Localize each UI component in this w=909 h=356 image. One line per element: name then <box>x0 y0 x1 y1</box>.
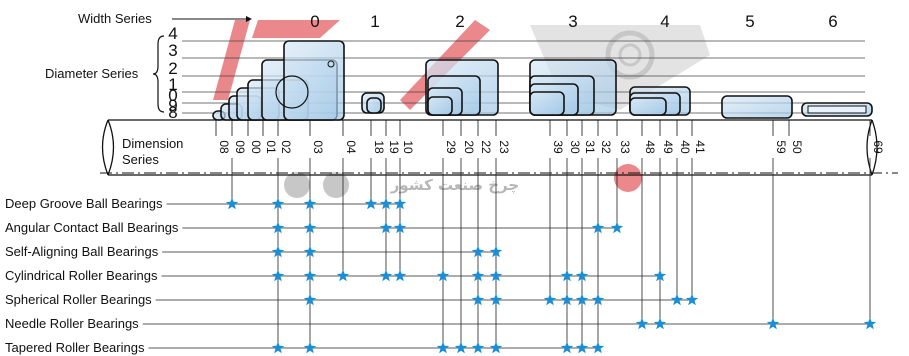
star-icon <box>544 294 556 306</box>
star-icon <box>576 342 588 354</box>
star-icon <box>686 294 698 306</box>
width-series-label: 1 <box>370 12 379 31</box>
dimension-series-code: 00 <box>249 140 263 154</box>
dimension-series-code: 23 <box>497 140 511 154</box>
bearing-type-label: Needle Roller Bearings <box>5 316 139 331</box>
watermark-text: چرخ صنعت کشور <box>390 176 519 195</box>
dimension-series-code: 33 <box>618 140 632 154</box>
dimension-series-code: 20 <box>462 140 476 154</box>
dimension-series-code: 40 <box>678 140 692 154</box>
diameter-series-heading: Diameter Series <box>45 66 139 81</box>
bearing-type-label: Tapered Roller Bearings <box>5 340 145 355</box>
width-series-label: 3 <box>568 12 577 31</box>
star-icon <box>864 318 876 330</box>
dimension-series-code: 48 <box>643 140 657 154</box>
width-labels: 0 1 2 3 4 5 6 <box>310 12 837 31</box>
dimension-series-label-line2: Series <box>122 152 159 167</box>
needle-roller-outline <box>808 106 866 113</box>
dimension-series-code: 32 <box>599 140 613 154</box>
star-icon <box>337 270 349 282</box>
star-icon <box>561 342 573 354</box>
bearing-type-label: Deep Groove Ball Bearings <box>5 196 163 211</box>
dimension-series-code: 41 <box>693 140 707 154</box>
width-series-label: 5 <box>745 12 754 31</box>
star-icon <box>455 342 467 354</box>
star-icon <box>272 342 284 354</box>
star-icon <box>592 342 604 354</box>
dimension-series-code: 08 <box>217 140 231 154</box>
star-icon <box>437 342 449 354</box>
bearing-type-rows: Deep Groove Ball BearingsAngular Contact… <box>5 196 876 355</box>
diameter-series-label: 3 <box>168 41 177 60</box>
bearing-type-row: Tapered Roller Bearings <box>5 340 604 355</box>
dimension-series-code: 18 <box>372 140 386 154</box>
dimension-series-code: 69 <box>871 140 885 154</box>
width-series-label: 6 <box>828 12 837 31</box>
dimension-series-code: 10 <box>401 140 415 154</box>
star-icon <box>304 342 316 354</box>
bearing-type-label: Self-Aligning Ball Bearings <box>5 244 159 259</box>
dimension-series-code: 22 <box>479 140 493 154</box>
dimension-series-code: 39 <box>551 140 565 154</box>
star-icon <box>490 342 502 354</box>
dimension-series-label-line1: Dimension <box>122 136 183 151</box>
star-icon <box>472 342 484 354</box>
width-series-label: 0 <box>310 12 319 31</box>
star-icon <box>611 222 623 234</box>
dimension-series-code: 19 <box>387 140 401 154</box>
star-icon <box>654 318 666 330</box>
star-icon <box>636 318 648 330</box>
width-series-heading: Width Series <box>78 11 152 26</box>
brace-icon <box>153 36 164 112</box>
dimension-series-code: 59 <box>774 140 788 154</box>
dimension-series-code: 50 <box>790 140 804 154</box>
bearing-outline <box>428 97 452 115</box>
bearing-outline <box>630 98 666 115</box>
bearing-type-label: Angular Contact Ball Bearings <box>5 220 179 235</box>
width-series-label: 4 <box>660 12 669 31</box>
bearing-type-row: Needle Roller Bearings <box>5 316 876 331</box>
dimension-series-code: 04 <box>344 140 358 154</box>
star-icon <box>380 270 392 282</box>
dimension-series-code: 02 <box>279 140 293 154</box>
dimension-series-code: 31 <box>583 140 597 154</box>
bearing-outline <box>530 92 564 115</box>
bearing-type-label: Spherical Roller Bearings <box>5 292 152 307</box>
dimension-series-code: 29 <box>444 140 458 154</box>
star-icon <box>767 318 779 330</box>
dimension-series-code: 01 <box>264 140 278 154</box>
bearing-type-row: Angular Contact Ball Bearings <box>5 220 623 235</box>
diameter-series-label: 8 <box>168 103 177 122</box>
star-icon <box>365 198 377 210</box>
star-icon <box>394 270 406 282</box>
dimension-series-code: 03 <box>311 140 325 154</box>
bearing-type-label: Cylindrical Roller Bearings <box>5 268 158 283</box>
star-icon <box>226 198 238 210</box>
bearing-type-row: Self-Aligning Ball Bearings <box>5 244 502 259</box>
dimension-series-code: 49 <box>661 140 675 154</box>
bearing-outline <box>367 98 381 113</box>
bearing-type-row: Deep Groove Ball Bearings <box>5 196 406 211</box>
dimension-series-code: 30 <box>568 140 582 154</box>
star-icon <box>671 294 683 306</box>
bearing-type-row: Spherical Roller Bearings <box>5 292 698 307</box>
dimension-series-code: 09 <box>233 140 247 154</box>
width-series-label: 2 <box>455 12 464 31</box>
bearing-outline <box>722 96 792 118</box>
